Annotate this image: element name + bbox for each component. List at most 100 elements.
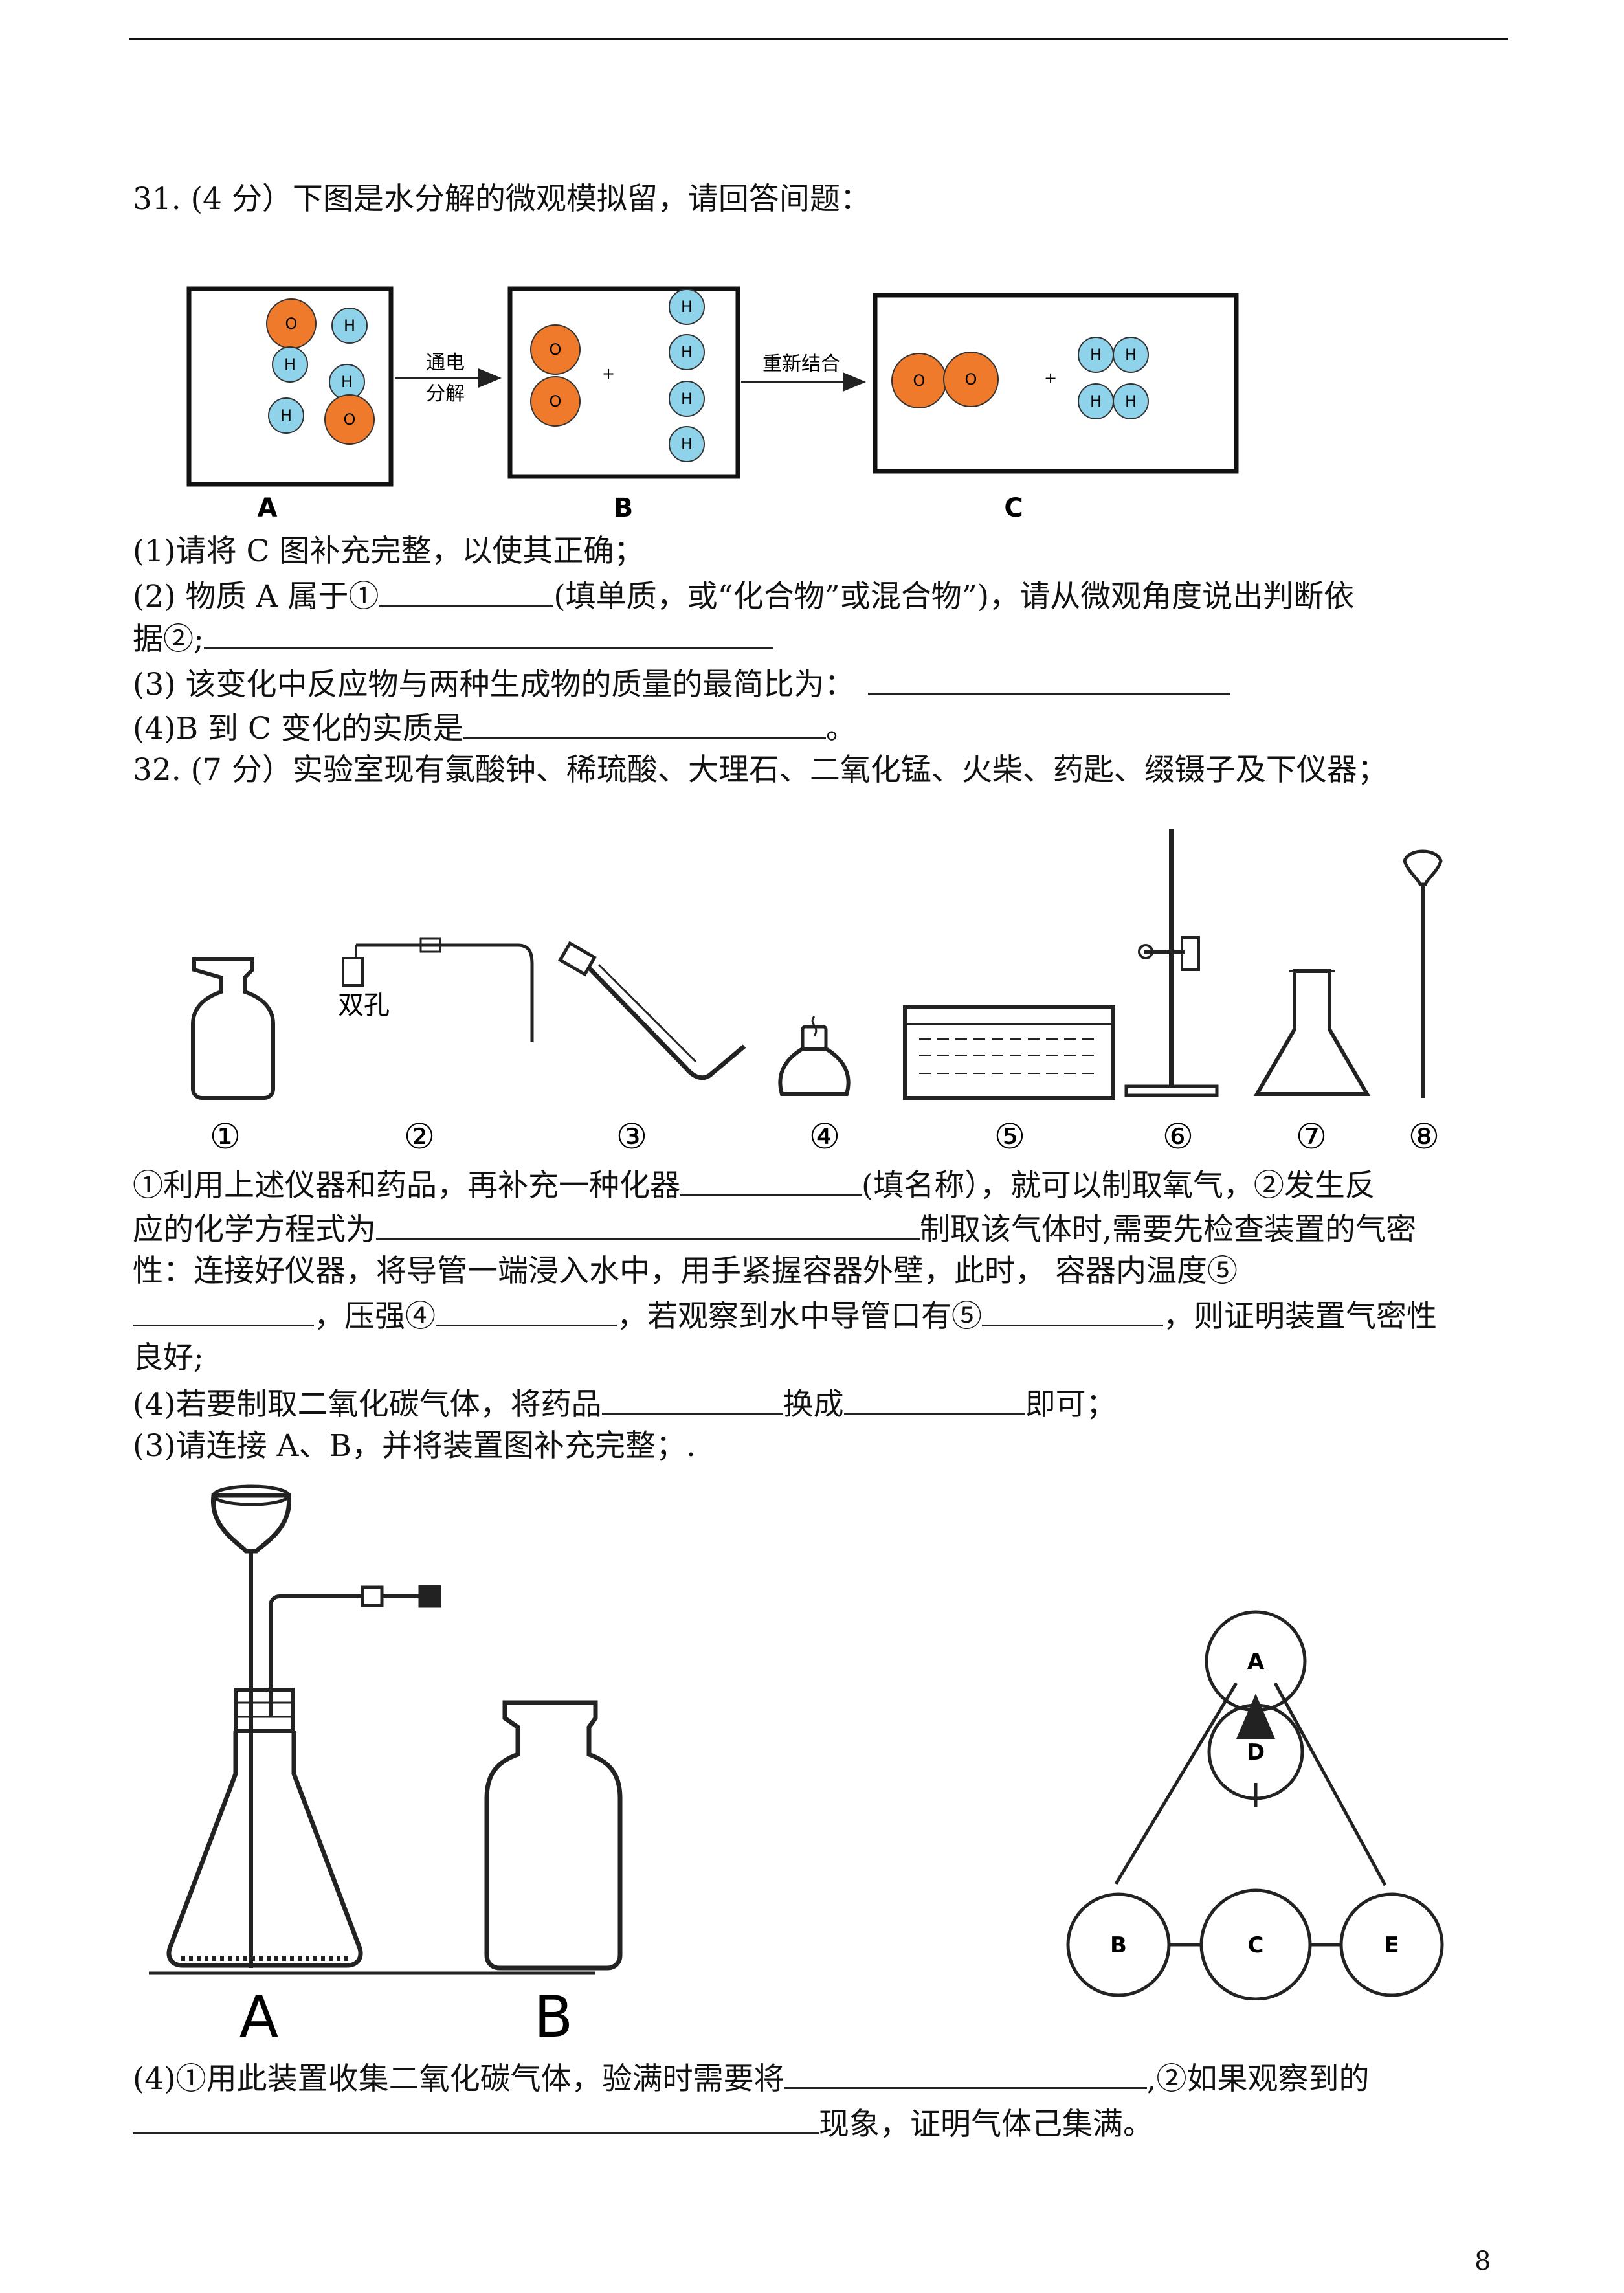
conical-flask	[1253, 969, 1371, 1096]
product-molecules-c: O O + H H H H	[891, 337, 1149, 419]
blank-2-1[interactable]	[379, 576, 554, 607]
page-number: 8	[1474, 2246, 1491, 2276]
q32-line7: (3)请连接 A、B，并将装置图补充完整；.	[133, 1428, 696, 1464]
svg-text:O: O	[285, 315, 298, 333]
q32-line3: 性：连接好仪器，将导管一端浸入水中，用手紧握容器外壁，此时， 容器内温度⑤	[133, 1253, 1238, 1289]
svg-text:O: O	[550, 341, 562, 359]
figure-label-b: B	[534, 1984, 573, 2050]
svg-text:O: O	[913, 372, 926, 390]
apparatus-num-4: ④	[809, 1116, 840, 1157]
line-a-to-b	[1114, 1682, 1238, 1885]
blank-q32-3[interactable]	[133, 1296, 314, 1326]
q32-line6: (4)若要制取二氧化碳气体，将药品换成即可；	[133, 1384, 1117, 1424]
q32-line9: 现象，证明气体己集满。	[133, 2104, 1153, 2144]
circle-b	[1066, 1892, 1171, 1997]
circle-e	[1339, 1892, 1444, 1997]
blank-q32-4[interactable]	[436, 1296, 617, 1326]
separated-atoms-b: O O + H H H H	[530, 289, 705, 462]
stopper	[234, 1688, 295, 1733]
blank-q32-1[interactable]	[680, 1165, 862, 1196]
iron-stand	[1124, 829, 1219, 1097]
reagent-bottle	[191, 957, 275, 1100]
q32-line8: (4)①用此装置收集二氧化碳气体，验满时需要将,②如果观察到的	[133, 2059, 1370, 2099]
svg-text:O: O	[550, 392, 562, 410]
blank-2-2[interactable]	[203, 619, 773, 649]
circle-b-label: B	[1110, 1932, 1127, 1958]
blank-q32-6[interactable]	[601, 1384, 783, 1415]
blank-q32-5[interactable]	[982, 1296, 1163, 1326]
apparatus-num-8: ⑧	[1408, 1116, 1440, 1157]
svg-text:H: H	[1125, 346, 1137, 364]
q32-line2: 应的化学方程式为制取该气体时,需要先检查装置的气密	[133, 1209, 1416, 1249]
arrow1-top-label: 通电	[426, 352, 465, 374]
water-decomposition-diagram: O H H H H O 通电 分解 O O + H H H H 重新结合 O O…	[186, 286, 1239, 523]
circle-e-label: E	[1384, 1932, 1399, 1958]
svg-text:+: +	[1044, 369, 1057, 387]
arrow1-bottom-label: 分解	[426, 383, 465, 405]
blank-3[interactable]	[867, 664, 1230, 695]
apparatus-row: 双孔 ① ② ③ ④ ⑤ ⑥ ⑦ ⑧	[191, 829, 1443, 1157]
apparatus-numbers: ① ② ③ ④ ⑤ ⑥ ⑦ ⑧	[210, 1116, 1440, 1157]
svg-text:H: H	[344, 317, 355, 335]
svg-text:H: H	[284, 355, 296, 374]
svg-text:+: +	[602, 364, 615, 383]
circle-relationship-diagram: A D B C E	[1066, 1610, 1444, 2000]
blank-q32-7[interactable]	[843, 1384, 1025, 1415]
blank-q32-9[interactable]	[133, 2104, 819, 2134]
circle-d-label: D	[1247, 1739, 1265, 1765]
header-rule	[129, 38, 1508, 40]
circle-c	[1199, 1888, 1312, 2000]
q31-part2-line1: (2) 物质 A 属于①(填单质，或“化合物”或混合物”)，请从微观角度说出判断…	[133, 576, 1354, 616]
svg-text:O: O	[344, 410, 356, 429]
arrow2-label: 重新结合	[762, 353, 840, 375]
apparatus-num-3: ③	[616, 1116, 647, 1157]
water-molecules-a: O H H H H O	[266, 298, 375, 445]
apparatus-num-2: ②	[404, 1116, 435, 1157]
q32-line4: ，压强④，若观察到水中导管口有⑤，则证明装置气密性	[133, 1296, 1437, 1336]
q32-line1: ①利用上述仪器和药品，再补充一种化器(填名称），就可以制取氧气，②发生反	[133, 1165, 1375, 1205]
svg-text:H: H	[1090, 346, 1102, 364]
circle-c-label: C	[1248, 1932, 1264, 1958]
svg-text:H: H	[681, 298, 693, 316]
svg-text:H: H	[1125, 392, 1137, 410]
label-b: B	[614, 493, 634, 523]
circle-d	[1207, 1703, 1304, 1800]
q31-part1: (1)请将 C 图补充完整，以使其正确；	[133, 533, 645, 569]
q31-title: 31. (4 分）下图是水分解的微观模拟留，请回答间题：	[133, 181, 871, 217]
line-a-to-e	[1273, 1682, 1387, 1886]
svg-text:H: H	[341, 373, 353, 391]
q31-part2-line2: 据②;	[133, 619, 773, 659]
stopper-label: 双孔	[338, 990, 390, 1020]
apparatus-ab-figure: A B	[149, 1484, 623, 2050]
svg-text:H: H	[280, 407, 292, 425]
label-c: C	[1004, 493, 1023, 523]
svg-text:H: H	[681, 390, 693, 408]
blank-4[interactable]	[463, 708, 826, 739]
apparatus-num-7: ⑦	[1296, 1116, 1327, 1157]
apparatus-num-6: ⑥	[1162, 1116, 1194, 1157]
funnel-cup	[211, 1493, 291, 1554]
alcohol-lamp	[778, 1016, 851, 1096]
blank-q32-8[interactable]	[784, 2059, 1147, 2089]
apparatus-num-1: ①	[210, 1116, 241, 1157]
q31-part4: (4)B 到 C 变化的实质是。	[133, 708, 856, 748]
long-neck-funnel	[1403, 849, 1443, 1098]
water-trough	[903, 1005, 1115, 1100]
blank-q32-2[interactable]	[376, 1209, 920, 1240]
circle-a-label: A	[1247, 1649, 1265, 1675]
q32-line5: 良好;	[133, 1340, 204, 1376]
svg-text:O: O	[965, 370, 977, 388]
gas-collecting-bottle-b	[484, 1700, 623, 1971]
svg-text:H: H	[681, 343, 693, 361]
apparatus-num-5: ⑤	[994, 1116, 1025, 1157]
q32-title: 32. (7 分）实验室现有氯酸钟、稀琉酸、大理石、二氧化锰、火柴、药匙、缀镊子…	[133, 752, 1388, 788]
two-hole-stopper-tube	[342, 937, 534, 1042]
conical-flask-a	[166, 1731, 363, 1968]
q31-part3: (3) 该变化中反应物与两种生成物的质量的最简比为：	[133, 664, 1230, 704]
svg-text:H: H	[681, 435, 693, 453]
label-a: A	[258, 493, 278, 523]
figure-label-a: A	[239, 1984, 278, 2050]
delivery-tube	[269, 1594, 362, 1716]
rubber-tube-glass-tube	[558, 941, 746, 1080]
svg-text:H: H	[1090, 392, 1102, 410]
